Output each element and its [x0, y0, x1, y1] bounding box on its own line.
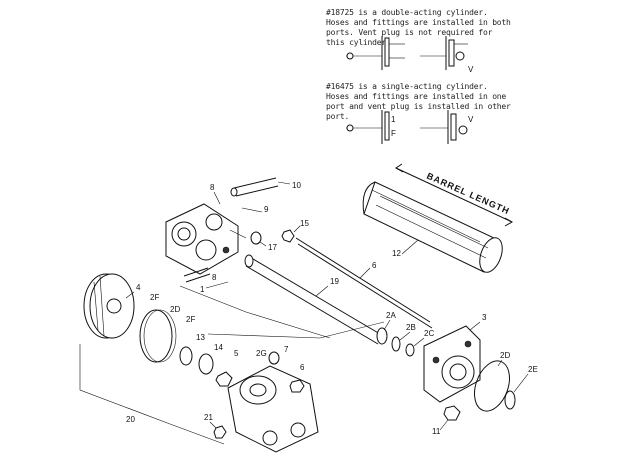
single-acting-text: #16475 is a single-acting cylinder. Hose…: [326, 82, 511, 121]
single-acting-inset: 1 F V: [346, 110, 474, 144]
seal-group-2: 2A 2B 2C: [376, 311, 434, 357]
callout-1: 1: [200, 285, 205, 294]
inset-port-b: F: [391, 129, 396, 138]
callout-5: 5: [234, 349, 239, 358]
end-cap-3: 3: [423, 313, 487, 403]
inset-port-a: 1: [391, 115, 396, 124]
rod-6: 6: [295, 237, 433, 329]
callout-11: 11: [432, 427, 441, 436]
clevis-base: 5 2G 7 6 21: [204, 345, 319, 453]
single-acting-note: #16475 is a single-acting cylinder. Hose…: [326, 82, 512, 122]
callout-7: 7: [284, 345, 289, 354]
cylinder-head: [165, 203, 247, 275]
stud-8: 8 1: [183, 267, 229, 294]
piston-4: 4: [83, 273, 141, 339]
inset-vent-label: V: [468, 65, 474, 74]
callout-20: 20: [126, 415, 135, 424]
assembly-brackets: 20: [79, 285, 385, 445]
callout-8: 8: [210, 183, 215, 192]
callout-6-lower: 6: [300, 363, 305, 372]
callout-8-lower: 8: [212, 273, 217, 282]
rod-19: 19: [244, 254, 381, 345]
callout-2f: 2F: [150, 293, 159, 302]
callout-12: 12: [392, 249, 401, 258]
barrel: BARREL LENGTH 12: [362, 163, 514, 273]
callout-2g: 2G: [256, 349, 267, 358]
callout-21: 21: [204, 413, 213, 422]
nut-15: 15: [281, 219, 309, 243]
ring-2e: 2E: [504, 365, 538, 410]
callout-2a: 2A: [386, 311, 396, 320]
seal-2d-left: 2F 2D 2F: [139, 293, 195, 363]
callout-2d: 2D: [170, 305, 180, 314]
callout-2f-b: 2F: [186, 315, 195, 324]
double-acting-note: #18725 is a double-acting cylinder. Hose…: [326, 8, 512, 48]
nut-14: 14: [198, 343, 223, 375]
callout-17: 17: [268, 243, 277, 252]
callout-15: 15: [300, 219, 309, 228]
washer-13: 13: [179, 333, 205, 366]
barrel-length-label: BARREL LENGTH: [425, 171, 511, 217]
double-acting-inset: V: [346, 36, 474, 74]
callout-9: 9: [264, 205, 269, 214]
nut-11-right: 11: [432, 405, 461, 436]
callout-10: 10: [292, 181, 301, 190]
callout-19: 19: [330, 277, 339, 286]
double-acting-text: #18725 is a double-acting cylinder. Hose…: [326, 8, 511, 47]
bushing-17: 17: [250, 231, 277, 252]
callout-13: 13: [196, 333, 205, 342]
callout-2b: 2B: [406, 323, 416, 332]
o-ring-2d-right: 2D: [474, 351, 510, 412]
callout-14: 14: [214, 343, 223, 352]
callout-2d-right: 2D: [500, 351, 510, 360]
inset-vent-label-b: V: [468, 115, 474, 124]
callout-3: 3: [482, 313, 487, 322]
callout-2e: 2E: [528, 365, 538, 374]
callout-4: 4: [136, 283, 141, 292]
bolt-9-10: 8 10 9: [210, 177, 301, 214]
callout-6: 6: [372, 261, 377, 270]
callout-2c: 2C: [424, 329, 434, 338]
